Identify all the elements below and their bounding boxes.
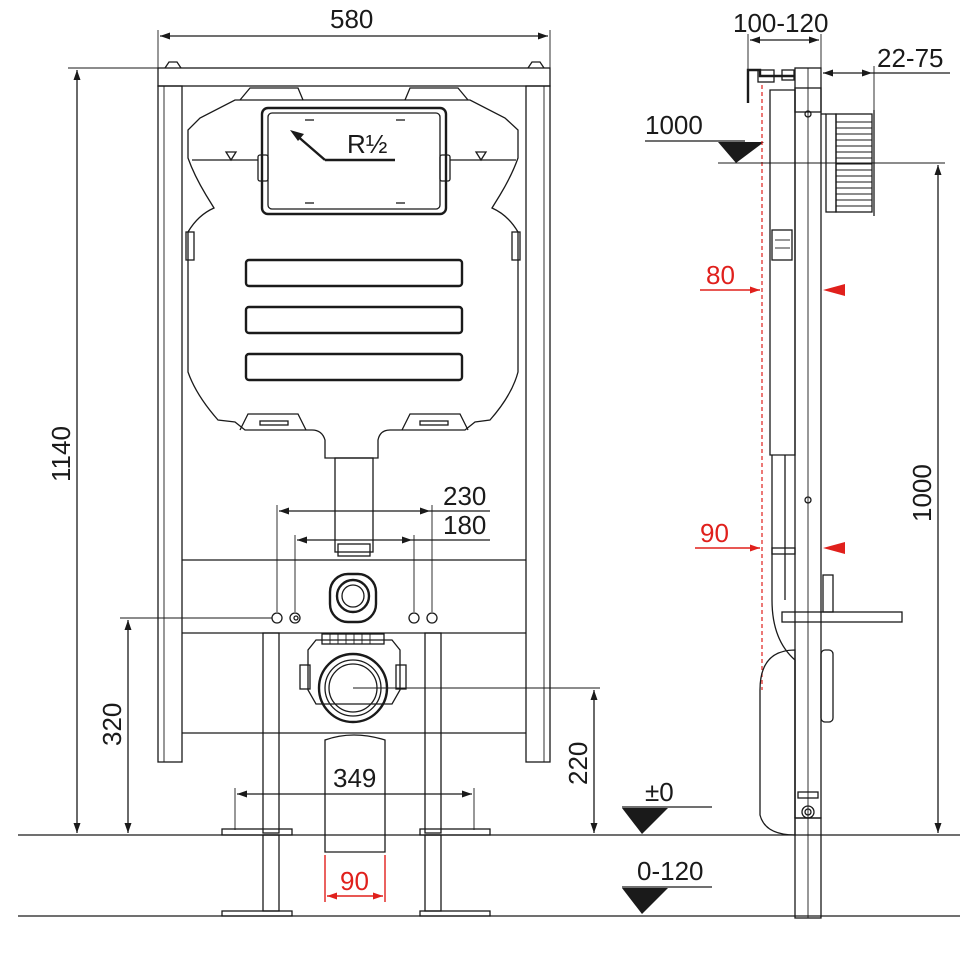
dim-320: 320 — [97, 703, 127, 746]
dim-220: 220 — [563, 742, 593, 785]
dim-100-120: 100-120 — [733, 8, 828, 38]
spring-ribs — [836, 121, 872, 207]
dim-580: 580 — [330, 4, 373, 34]
side-view — [746, 67, 903, 919]
front-view: R½ — [157, 61, 551, 917]
flush-valve-label: R½ — [347, 129, 387, 159]
dim-180: 180 — [443, 510, 486, 540]
level-1000-label: 1000 — [645, 110, 703, 140]
level-markers: ±0 0-120 1000 — [622, 110, 764, 914]
dim-1140: 1140 — [46, 426, 76, 482]
front-dimensions: 580 1140 230 180 320 220 349 9 — [46, 4, 600, 902]
dim-22-75: 22-75 — [877, 43, 944, 73]
dim-230: 230 — [443, 481, 486, 511]
dim-90-red-front: 90 — [340, 866, 369, 896]
dim-90-red-side: 90 — [700, 518, 729, 548]
side-dimensions: 100-120 22-75 1000 80 90 — [695, 8, 950, 836]
level-0-120-label: 0-120 — [637, 856, 704, 886]
dim-349: 349 — [333, 763, 376, 793]
dim-80-red: 80 — [706, 260, 735, 290]
service-opening — [260, 106, 448, 216]
dim-1000-vertical: 1000 — [907, 464, 937, 522]
floor-lines — [18, 834, 960, 917]
level-zero-label: ±0 — [645, 777, 674, 807]
